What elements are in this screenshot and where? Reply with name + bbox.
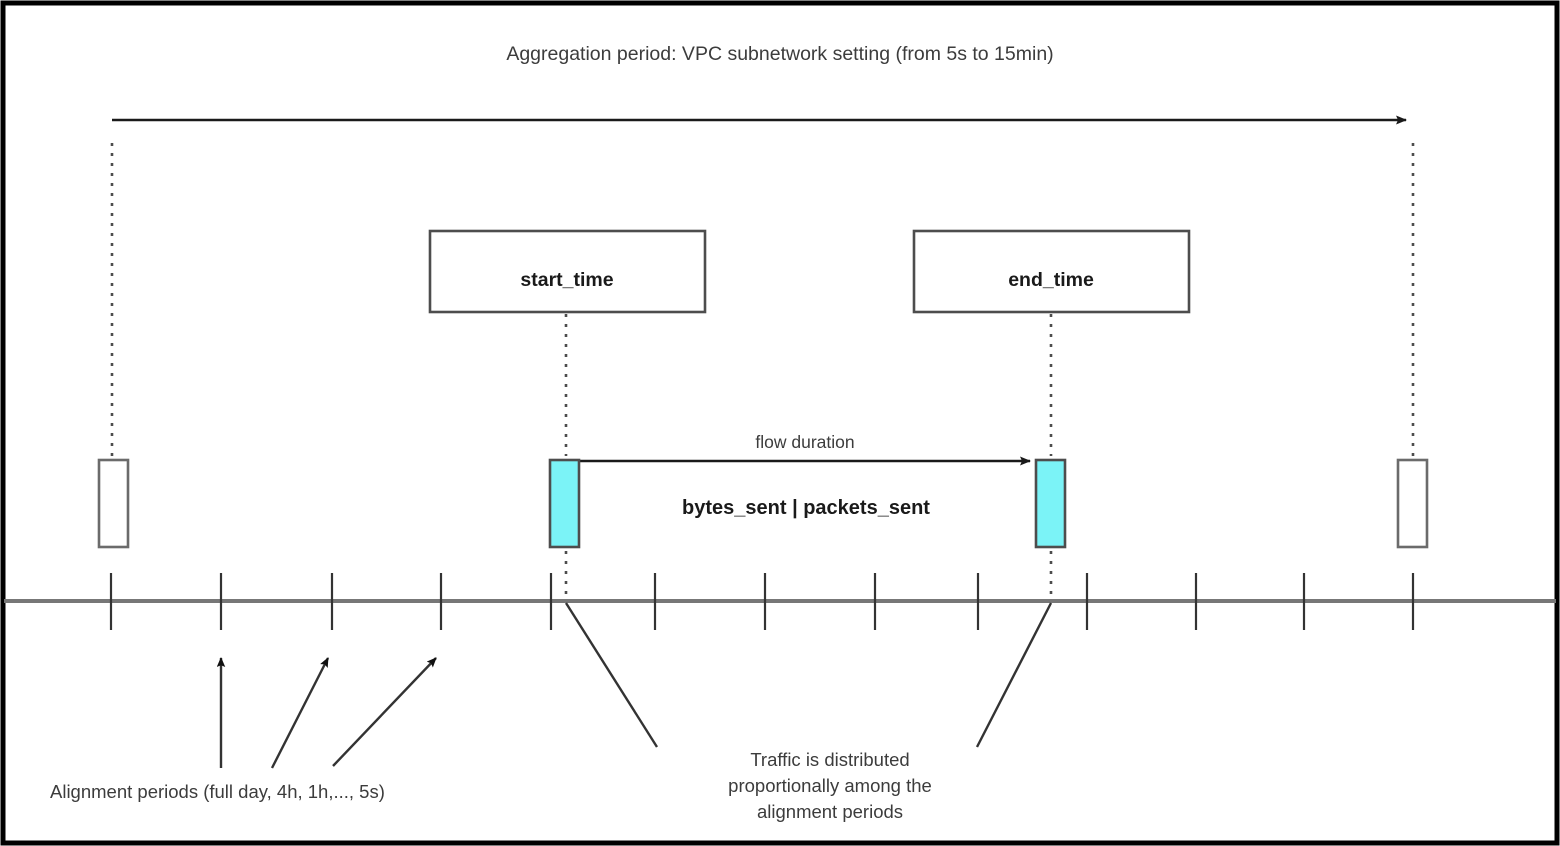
flow-duration-label: flow duration bbox=[755, 432, 854, 452]
timeline-ticks bbox=[109, 573, 1415, 630]
aggregation-start-marker bbox=[97, 458, 130, 549]
traffic-distribution-leaders bbox=[564, 602, 1053, 748]
start-time-box bbox=[428, 229, 707, 314]
traffic-note-line-3: alignment periods bbox=[757, 801, 903, 822]
alignment-period-arrows bbox=[216, 657, 437, 769]
traffic-note-line-1: Traffic is distributed bbox=[750, 749, 909, 770]
end-time-box bbox=[912, 229, 1191, 314]
start-time-label: start_time bbox=[520, 269, 613, 291]
aggregation-period-title: Aggregation period: VPC subnetwork setti… bbox=[506, 43, 1053, 65]
alignment-periods-note: Alignment periods (full day, 4h, 1h,...,… bbox=[50, 781, 385, 802]
traffic-note-line-2: proportionally among the bbox=[728, 775, 932, 796]
end-time-label: end_time bbox=[1008, 269, 1094, 291]
flow-metrics-label: bytes_sent | packets_sent bbox=[682, 497, 930, 519]
end-time-flow-marker bbox=[1034, 458, 1067, 549]
aggregation-end-marker bbox=[1396, 458, 1429, 549]
start-time-flow-marker bbox=[548, 458, 581, 549]
